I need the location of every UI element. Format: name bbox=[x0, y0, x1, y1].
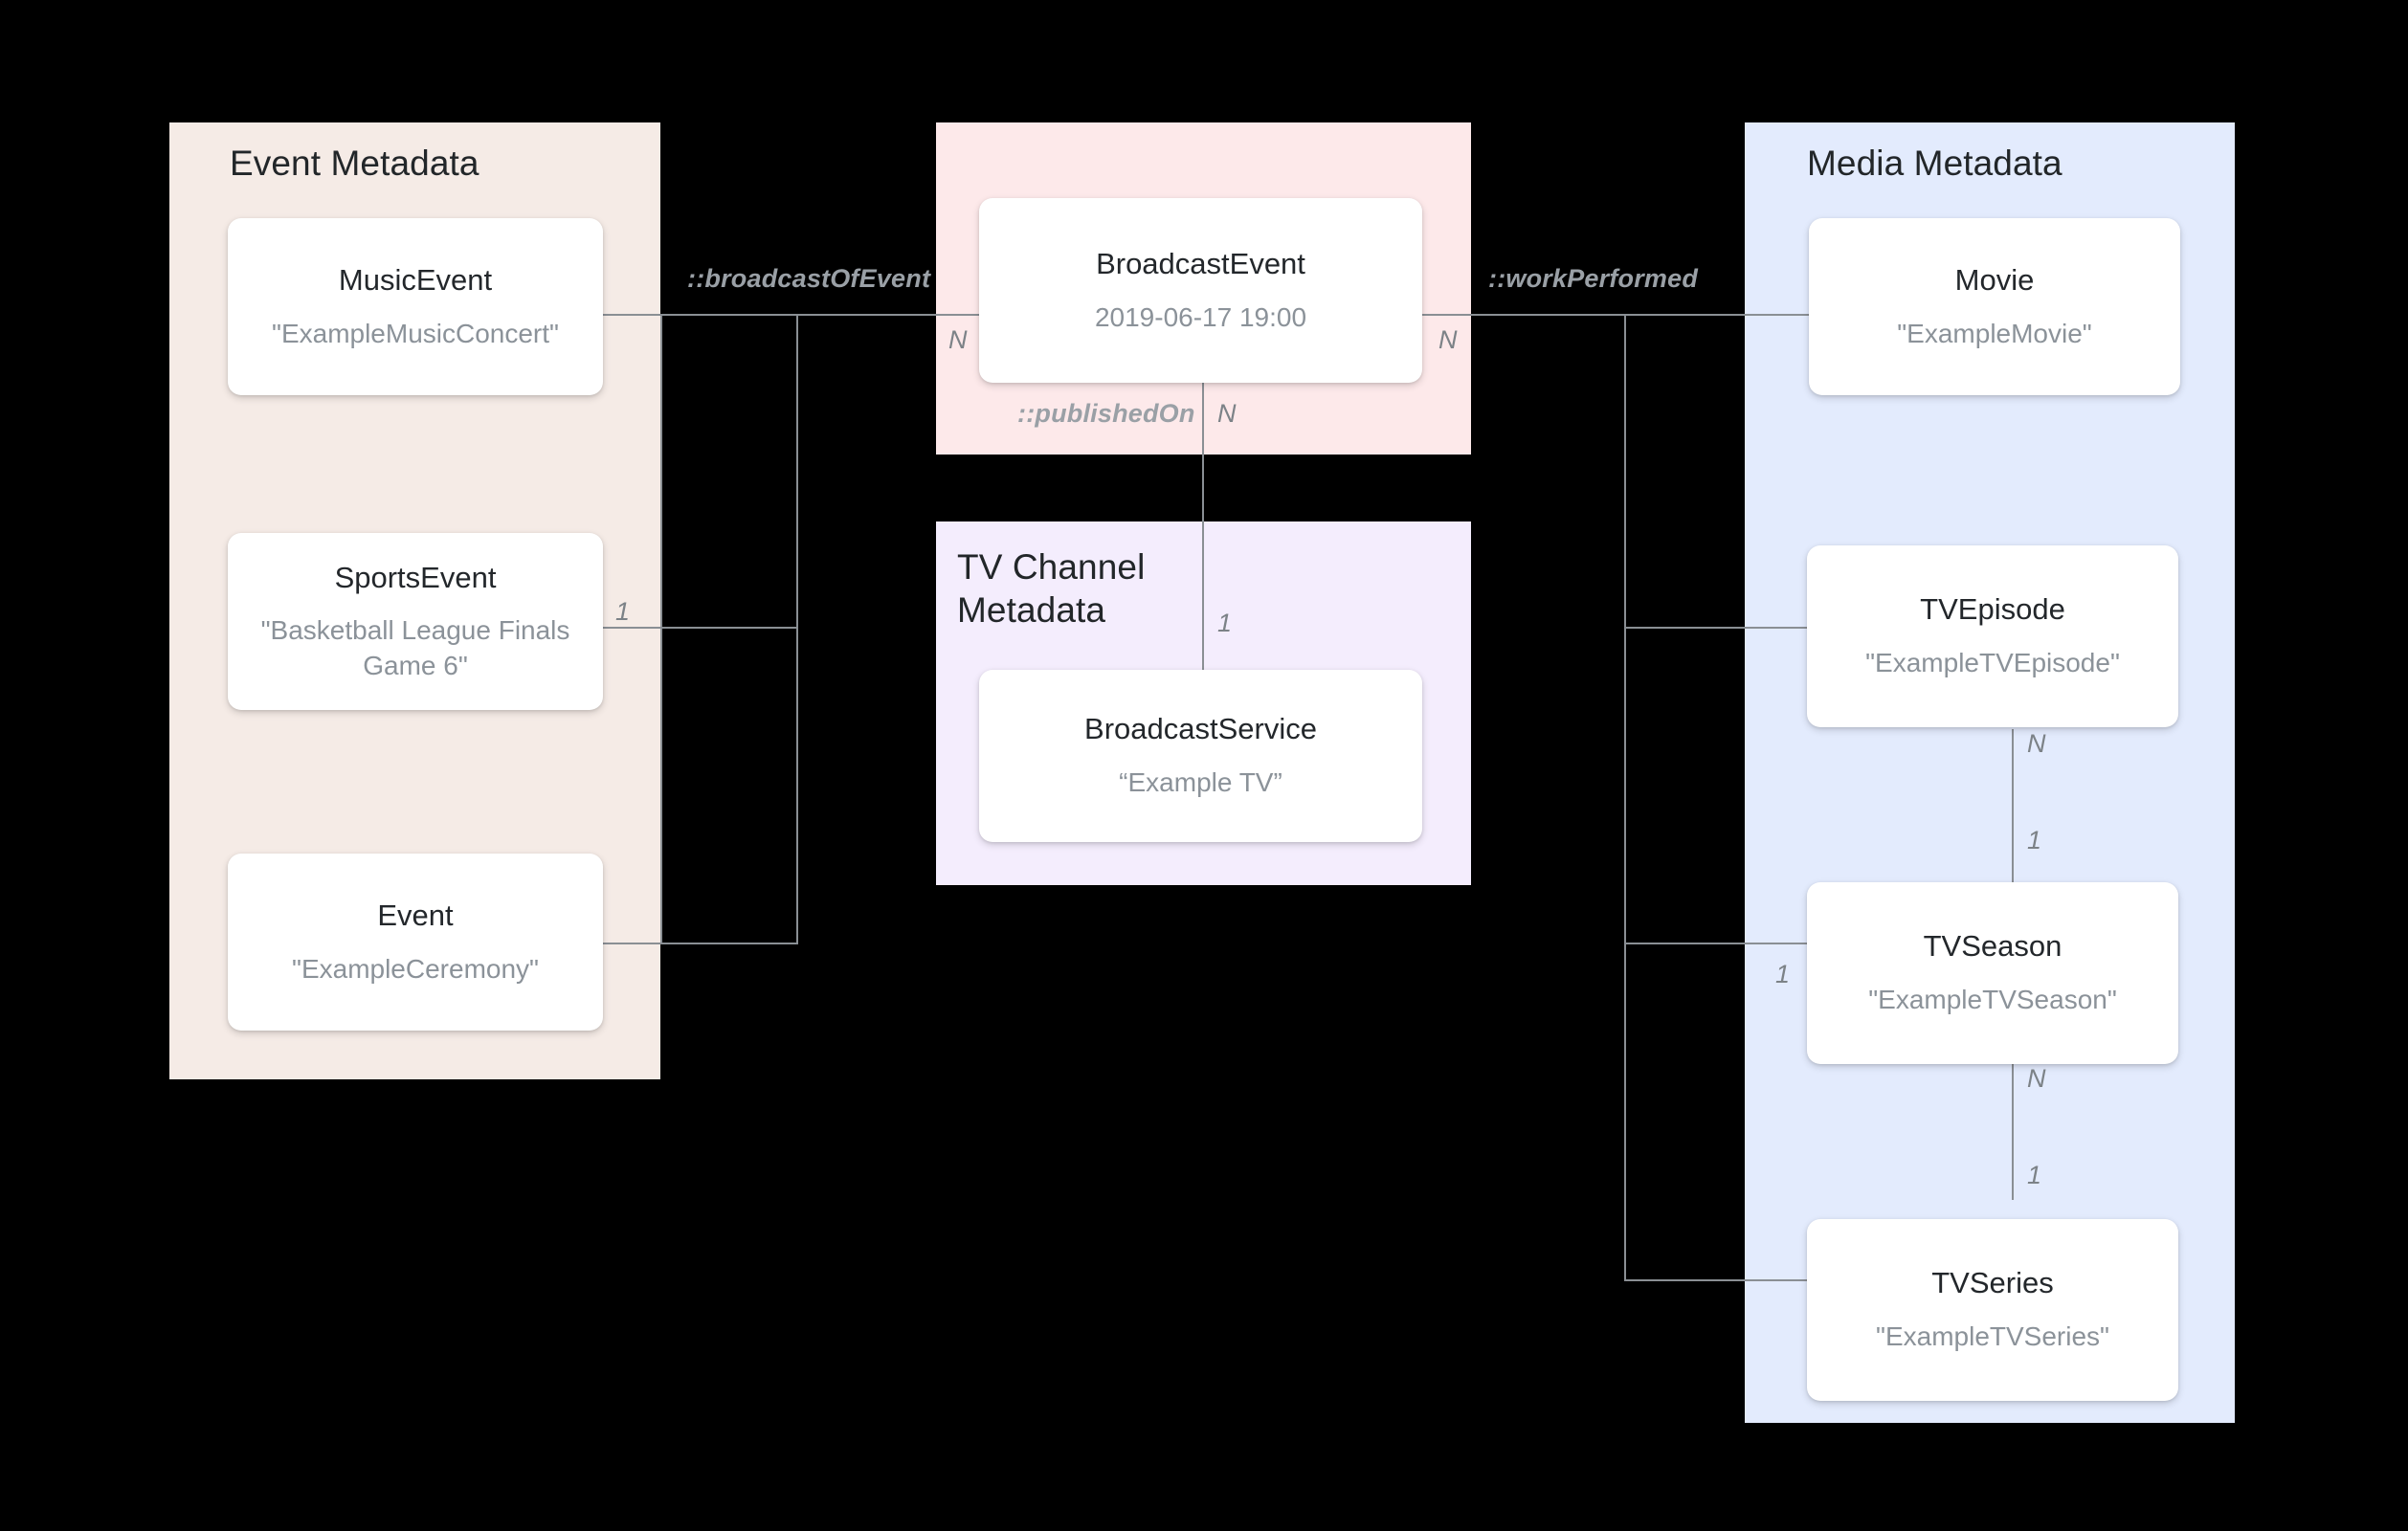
connector-season-to-series bbox=[2012, 1064, 2014, 1200]
entity-value: "ExampleMusicConcert" bbox=[272, 318, 559, 348]
entity-card-broadcast-service[interactable]: BroadcastService “Example TV” bbox=[979, 670, 1422, 842]
connector-workperformed-run bbox=[1407, 314, 1809, 316]
group-title-event: Event Metadata bbox=[230, 144, 479, 183]
entity-card-tv-episode[interactable]: TVEpisode "ExampleTVEpisode" bbox=[1807, 545, 2178, 727]
cardinality-published-on-n: N bbox=[1217, 399, 1237, 428]
cardinality-broadcast-event-left-n: N bbox=[948, 325, 968, 354]
entity-name: MusicEvent bbox=[338, 262, 493, 297]
entity-value: "ExampleTVEpisode" bbox=[1865, 648, 2120, 678]
group-title-tvchannel: TV Channel Metadata bbox=[957, 547, 1146, 631]
connector-media-trunk bbox=[1624, 314, 1626, 1280]
cardinality-season-left-1: 1 bbox=[1775, 960, 1791, 988]
entity-name: TVSeries bbox=[1931, 1266, 2054, 1300]
entity-card-movie[interactable]: Movie "ExampleMovie" bbox=[1809, 218, 2180, 395]
entity-name: BroadcastService bbox=[1084, 712, 1317, 746]
entity-card-event[interactable]: Event "ExampleCeremony" bbox=[228, 854, 603, 1031]
entity-card-music-event[interactable]: MusicEvent "ExampleMusicConcert" bbox=[228, 218, 603, 395]
entity-value: "ExampleMovie" bbox=[1897, 318, 2092, 348]
cardinality-season-to-series-n: N bbox=[2027, 1064, 2046, 1093]
cardinality-broadcast-service-1: 1 bbox=[1217, 609, 1233, 637]
entity-card-sports-event[interactable]: SportsEvent "Basketball League Finals Ga… bbox=[228, 533, 603, 710]
connector-media-branch-series bbox=[1624, 1279, 1812, 1281]
entity-value: "ExampleTVSeason" bbox=[1868, 985, 2117, 1015]
connector-episode-to-season bbox=[2012, 729, 2014, 887]
relation-label-work-performed: ::workPerformed bbox=[1488, 264, 1699, 293]
connector-music-event-stub bbox=[603, 314, 796, 316]
entity-card-tv-season[interactable]: TVSeason "ExampleTVSeason" bbox=[1807, 882, 2178, 1064]
entity-name: BroadcastEvent bbox=[1096, 246, 1305, 280]
cardinality-season-to-series-1: 1 bbox=[2027, 1161, 2042, 1189]
entity-card-tv-series[interactable]: TVSeries "ExampleTVSeries" bbox=[1807, 1219, 2178, 1401]
cardinality-episode-to-season-n: N bbox=[2027, 729, 2046, 758]
entity-name: Movie bbox=[1954, 262, 2035, 297]
connector-event-trunk bbox=[660, 314, 662, 944]
cardinality-broadcast-event-right-n: N bbox=[1438, 325, 1458, 354]
connector-broadcastofevent-run bbox=[796, 314, 997, 316]
entity-name: Event bbox=[377, 898, 454, 932]
entity-value: "ExampleTVSeries" bbox=[1876, 1321, 2109, 1352]
entity-name: SportsEvent bbox=[334, 560, 497, 594]
cardinality-episode-to-season-1: 1 bbox=[2027, 826, 2042, 854]
entity-name: TVSeason bbox=[1923, 929, 2062, 964]
group-title-media: Media Metadata bbox=[1807, 144, 2062, 183]
connector-broadcastofevent-riser bbox=[796, 314, 798, 944]
connector-sports-event-stub bbox=[603, 627, 796, 629]
relation-label-broadcast-of-event: ::broadcastOfEvent bbox=[687, 264, 931, 293]
entity-value: "ExampleCeremony" bbox=[292, 953, 539, 984]
connector-media-branch-episode bbox=[1624, 627, 1812, 629]
entity-name: TVEpisode bbox=[1920, 592, 2065, 627]
connector-publishedon bbox=[1202, 383, 1204, 670]
entity-value: 2019-06-17 19:00 bbox=[1094, 301, 1307, 332]
connector-media-branch-season bbox=[1624, 943, 1812, 944]
connector-event-stub bbox=[603, 943, 796, 944]
cardinality-sports-event-1: 1 bbox=[615, 597, 631, 626]
entity-value: "Basketball League Finals Game 6" bbox=[260, 615, 570, 680]
relation-label-published-on: ::publishedOn bbox=[1017, 399, 1195, 428]
entity-card-broadcast-event[interactable]: BroadcastEvent 2019-06-17 19:00 bbox=[979, 198, 1422, 383]
entity-value: “Example TV” bbox=[1119, 767, 1282, 798]
